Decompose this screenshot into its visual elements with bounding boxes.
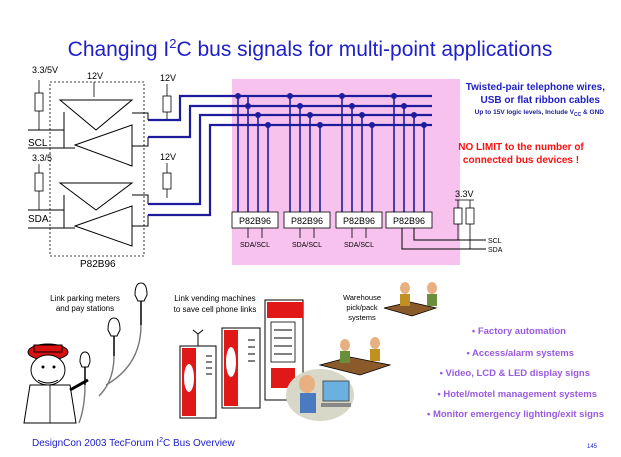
node-chip-label: P82B96 bbox=[393, 216, 425, 226]
slide-title: Changing I2C bus signals for multi-point… bbox=[68, 36, 553, 61]
supply-12v-label: 12V bbox=[160, 152, 176, 162]
wire-description: Twisted-pair telephone wires, USB or fla… bbox=[466, 82, 606, 118]
application-item: • Factory automation bbox=[472, 326, 566, 337]
sda-buffer-right bbox=[58, 182, 134, 211]
parking-caption-line2: and pay stations bbox=[56, 304, 114, 313]
parking-meter-illustration bbox=[78, 282, 148, 424]
scl-buffer-right bbox=[58, 99, 134, 131]
vending-machine-illustration bbox=[179, 299, 304, 419]
node-port-label: SDA/SCL bbox=[344, 242, 374, 249]
wire-desc-line2: USB or flat ribbon cables bbox=[481, 95, 601, 106]
vending-caption-line1: Link vending machines bbox=[174, 294, 255, 303]
page-number: 145 bbox=[587, 444, 598, 450]
attendant-illustration bbox=[23, 343, 89, 424]
no-limit-line1: NO LIMIT to the number of bbox=[458, 142, 584, 153]
scl-buffer-left bbox=[73, 124, 133, 167]
warehouse-workers-illustration bbox=[318, 282, 438, 376]
sda-label: SDA bbox=[28, 214, 49, 225]
supply-label-mid: 3.3/5 bbox=[32, 153, 52, 163]
warehouse-caption-line2: pick/pack bbox=[346, 303, 378, 312]
application-captions: Link parking meters and pay stations Lin… bbox=[50, 293, 381, 322]
vending-caption-line2: to save cell phone links bbox=[174, 305, 257, 314]
warehouse-caption-line3: systems bbox=[348, 313, 376, 322]
node-chip-label: P82B96 bbox=[239, 216, 271, 226]
node-chip bbox=[231, 211, 279, 229]
pullup-resistor bbox=[465, 207, 475, 225]
node-chip-label: P82B96 bbox=[291, 216, 323, 226]
pullup-resistor bbox=[453, 207, 463, 225]
sda-buffer-left bbox=[73, 205, 133, 247]
pullup-resistor bbox=[34, 172, 44, 192]
bus-nodes: P82B96 SDA/SCL P82B96 SDA/SCL P82B96 SDA… bbox=[231, 93, 503, 254]
supply-right-label: 3.3V bbox=[455, 189, 474, 199]
supply-label-top: 3.3/5V bbox=[32, 65, 58, 75]
computer-user-illustration bbox=[286, 369, 354, 421]
warehouse-caption-line1: Warehouse bbox=[343, 293, 381, 302]
node-chip bbox=[385, 211, 433, 229]
application-item: • Video, LCD & LED display signs bbox=[440, 368, 590, 379]
supply-12v-label: 12V bbox=[87, 71, 103, 81]
bus-panel bbox=[232, 79, 460, 265]
wire-desc-line3: Up to 15V logic levels, Include VCC & GN… bbox=[475, 109, 605, 118]
application-item: • Monitor emergency lighting/exit signs bbox=[427, 409, 604, 420]
no-limit-note: NO LIMIT to the number of connected bus … bbox=[458, 142, 584, 166]
left-chip-label: P82B96 bbox=[80, 259, 116, 270]
pullup-resistor bbox=[34, 92, 44, 112]
application-list: • Factory automation • Access/alarm syst… bbox=[427, 326, 604, 420]
no-limit-line2: connected bus devices ! bbox=[463, 155, 579, 166]
scl-label: SCL bbox=[28, 138, 48, 149]
node-chip-label: P82B96 bbox=[343, 216, 375, 226]
left-p82b96-block: 3.3/5V 12V P82B96 SCL 3.3/5 SDA 12V bbox=[28, 65, 176, 270]
node-chip bbox=[283, 211, 331, 229]
application-item: • Hotel/motel management systems bbox=[437, 389, 597, 400]
wire-desc-line1: Twisted-pair telephone wires, bbox=[466, 82, 606, 93]
node-chip bbox=[335, 211, 383, 229]
right-sda-label: SDA bbox=[488, 247, 503, 254]
supply-12v-label: 12V bbox=[160, 73, 176, 83]
pullup-resistor bbox=[162, 95, 172, 113]
right-scl-label: SCL bbox=[488, 238, 502, 245]
parking-caption-line1: Link parking meters bbox=[50, 294, 120, 303]
node-port-label: SDA/SCL bbox=[292, 242, 322, 249]
slide-footer: DesignCon 2003 TecForum I2C Bus Overview bbox=[32, 437, 235, 449]
chip-outline bbox=[49, 81, 145, 257]
pullup-resistor bbox=[162, 172, 172, 190]
application-item: • Access/alarm systems bbox=[466, 348, 574, 359]
node-port-label: SDA/SCL bbox=[240, 242, 270, 249]
